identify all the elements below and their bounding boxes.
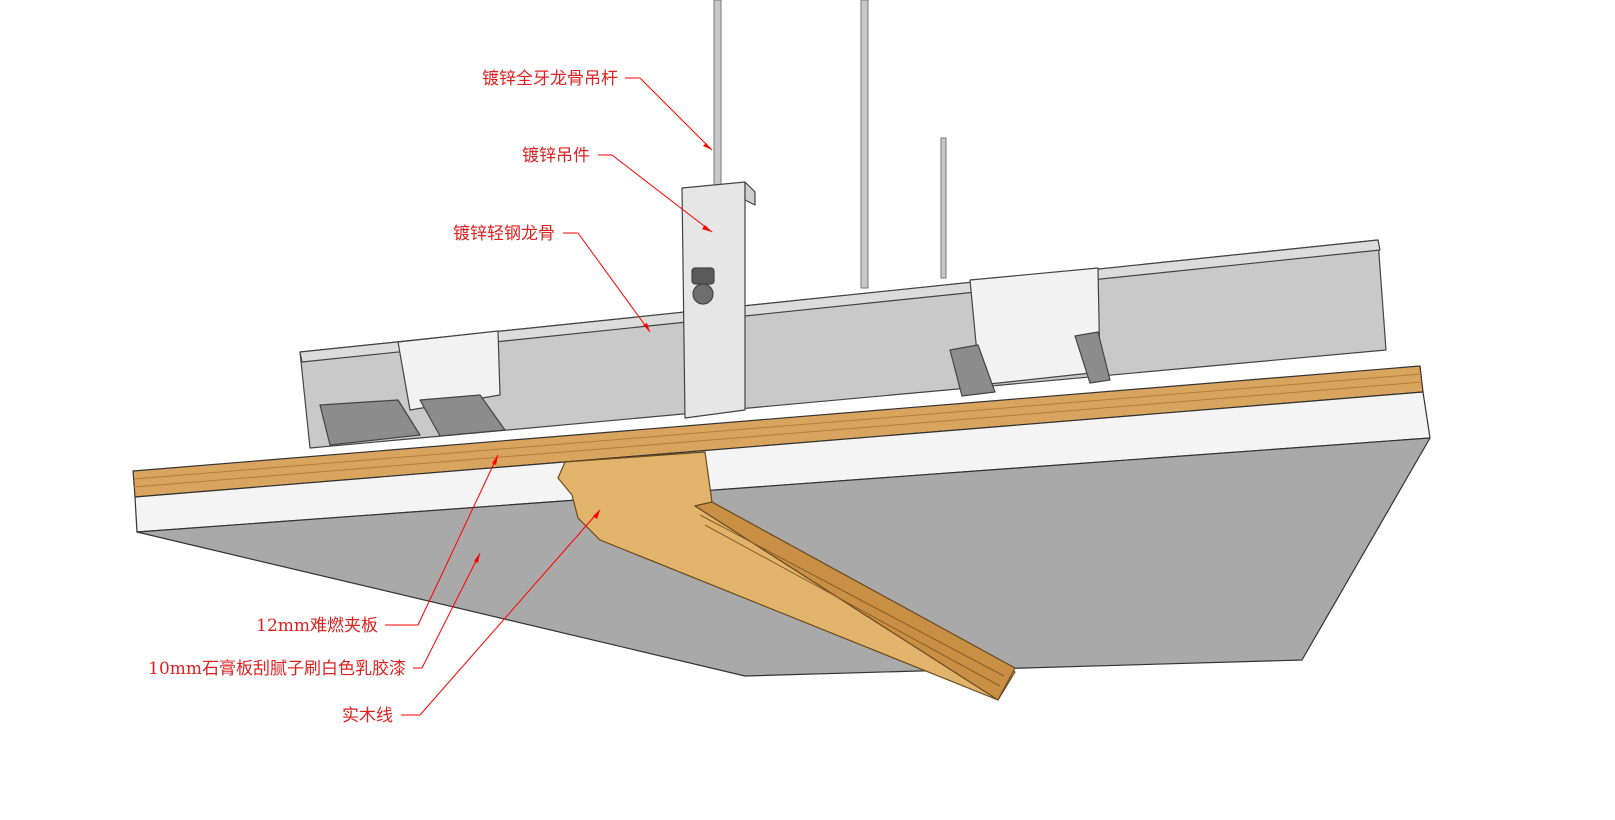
- label-plywood: 12mm难燃夹板: [256, 616, 378, 636]
- solid-wood-moulding: [557, 451, 1016, 701]
- label-gypsum: 10mm石膏板刮腻子刷白色乳胶漆: [148, 658, 406, 679]
- galvanized-hanger: [681, 181, 756, 419]
- label-steel-keel: 镀锌轻钢龙骨: [453, 224, 555, 244]
- label-moulding: 实木线: [342, 706, 393, 726]
- arrow-heads: [474, 143, 712, 563]
- leader-lines: [385, 77, 713, 716]
- steel-keel: [299, 239, 1387, 449]
- label-hanger: 镀锌吊件: [522, 146, 590, 166]
- hanger-rods: [713, 0, 947, 289]
- label-hanger-rod: 镀锌全牙龙骨吊杆: [482, 69, 618, 89]
